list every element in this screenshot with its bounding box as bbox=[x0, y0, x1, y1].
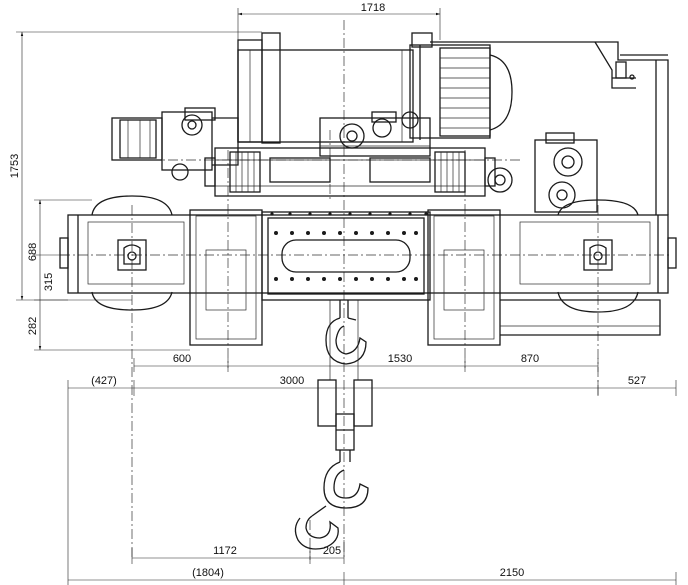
travel-motor-left bbox=[111, 107, 239, 181]
dim-label-1753: 1753 bbox=[9, 154, 21, 178]
end-carriage-beam bbox=[59, 214, 677, 294]
center-lines bbox=[60, 20, 672, 560]
dim-label-1804: (1804) bbox=[192, 567, 224, 579]
dim-label-870: 870 bbox=[521, 353, 539, 365]
hoist-drum bbox=[237, 32, 414, 144]
dim-label-315: 315 bbox=[43, 273, 55, 291]
lower-hook-center bbox=[323, 450, 369, 509]
dimension-row-2: (427) 3000 527 bbox=[67, 375, 677, 585]
dim-label-205: 205 bbox=[323, 545, 341, 557]
support-frame bbox=[430, 41, 669, 215]
dimension-row-4: (1804) 2150 bbox=[68, 567, 677, 585]
shaft-assembly bbox=[204, 147, 513, 197]
dim-label-1172: 1172 bbox=[213, 545, 237, 557]
center-plate bbox=[261, 211, 431, 301]
trolley-frame bbox=[189, 209, 661, 346]
dim-label-427: (427) bbox=[91, 375, 117, 387]
dimension-vertical-left: 1753 688 315 282 bbox=[9, 31, 262, 351]
upper-hook bbox=[325, 300, 367, 365]
gear-box-center bbox=[319, 111, 431, 157]
dimension-row-1: 600 1530 870 bbox=[133, 353, 599, 372]
dim-label-600: 600 bbox=[173, 353, 191, 365]
dim-label-1718: 1718 bbox=[361, 2, 385, 14]
wheel-bearing-boxes bbox=[117, 239, 613, 271]
hook-block bbox=[317, 300, 373, 451]
dim-label-1530: 1530 bbox=[388, 353, 412, 365]
wheels bbox=[91, 195, 639, 313]
dim-label-527: 527 bbox=[628, 375, 646, 387]
dimension-row-3: 1172 205 bbox=[131, 540, 345, 564]
bolt-row-bottom bbox=[274, 277, 418, 281]
dim-label-3000: 3000 bbox=[280, 375, 304, 387]
lower-hook-swung bbox=[294, 505, 339, 550]
dim-label-2150: 2150 bbox=[500, 567, 524, 579]
hoist-motor bbox=[409, 32, 513, 140]
bolt-row-top bbox=[274, 231, 418, 235]
dimension-top-width: 1718 bbox=[237, 2, 441, 48]
dim-label-282: 282 bbox=[27, 317, 39, 335]
bolt-row-upper-edge bbox=[270, 212, 428, 216]
dim-label-688: 688 bbox=[27, 243, 39, 261]
